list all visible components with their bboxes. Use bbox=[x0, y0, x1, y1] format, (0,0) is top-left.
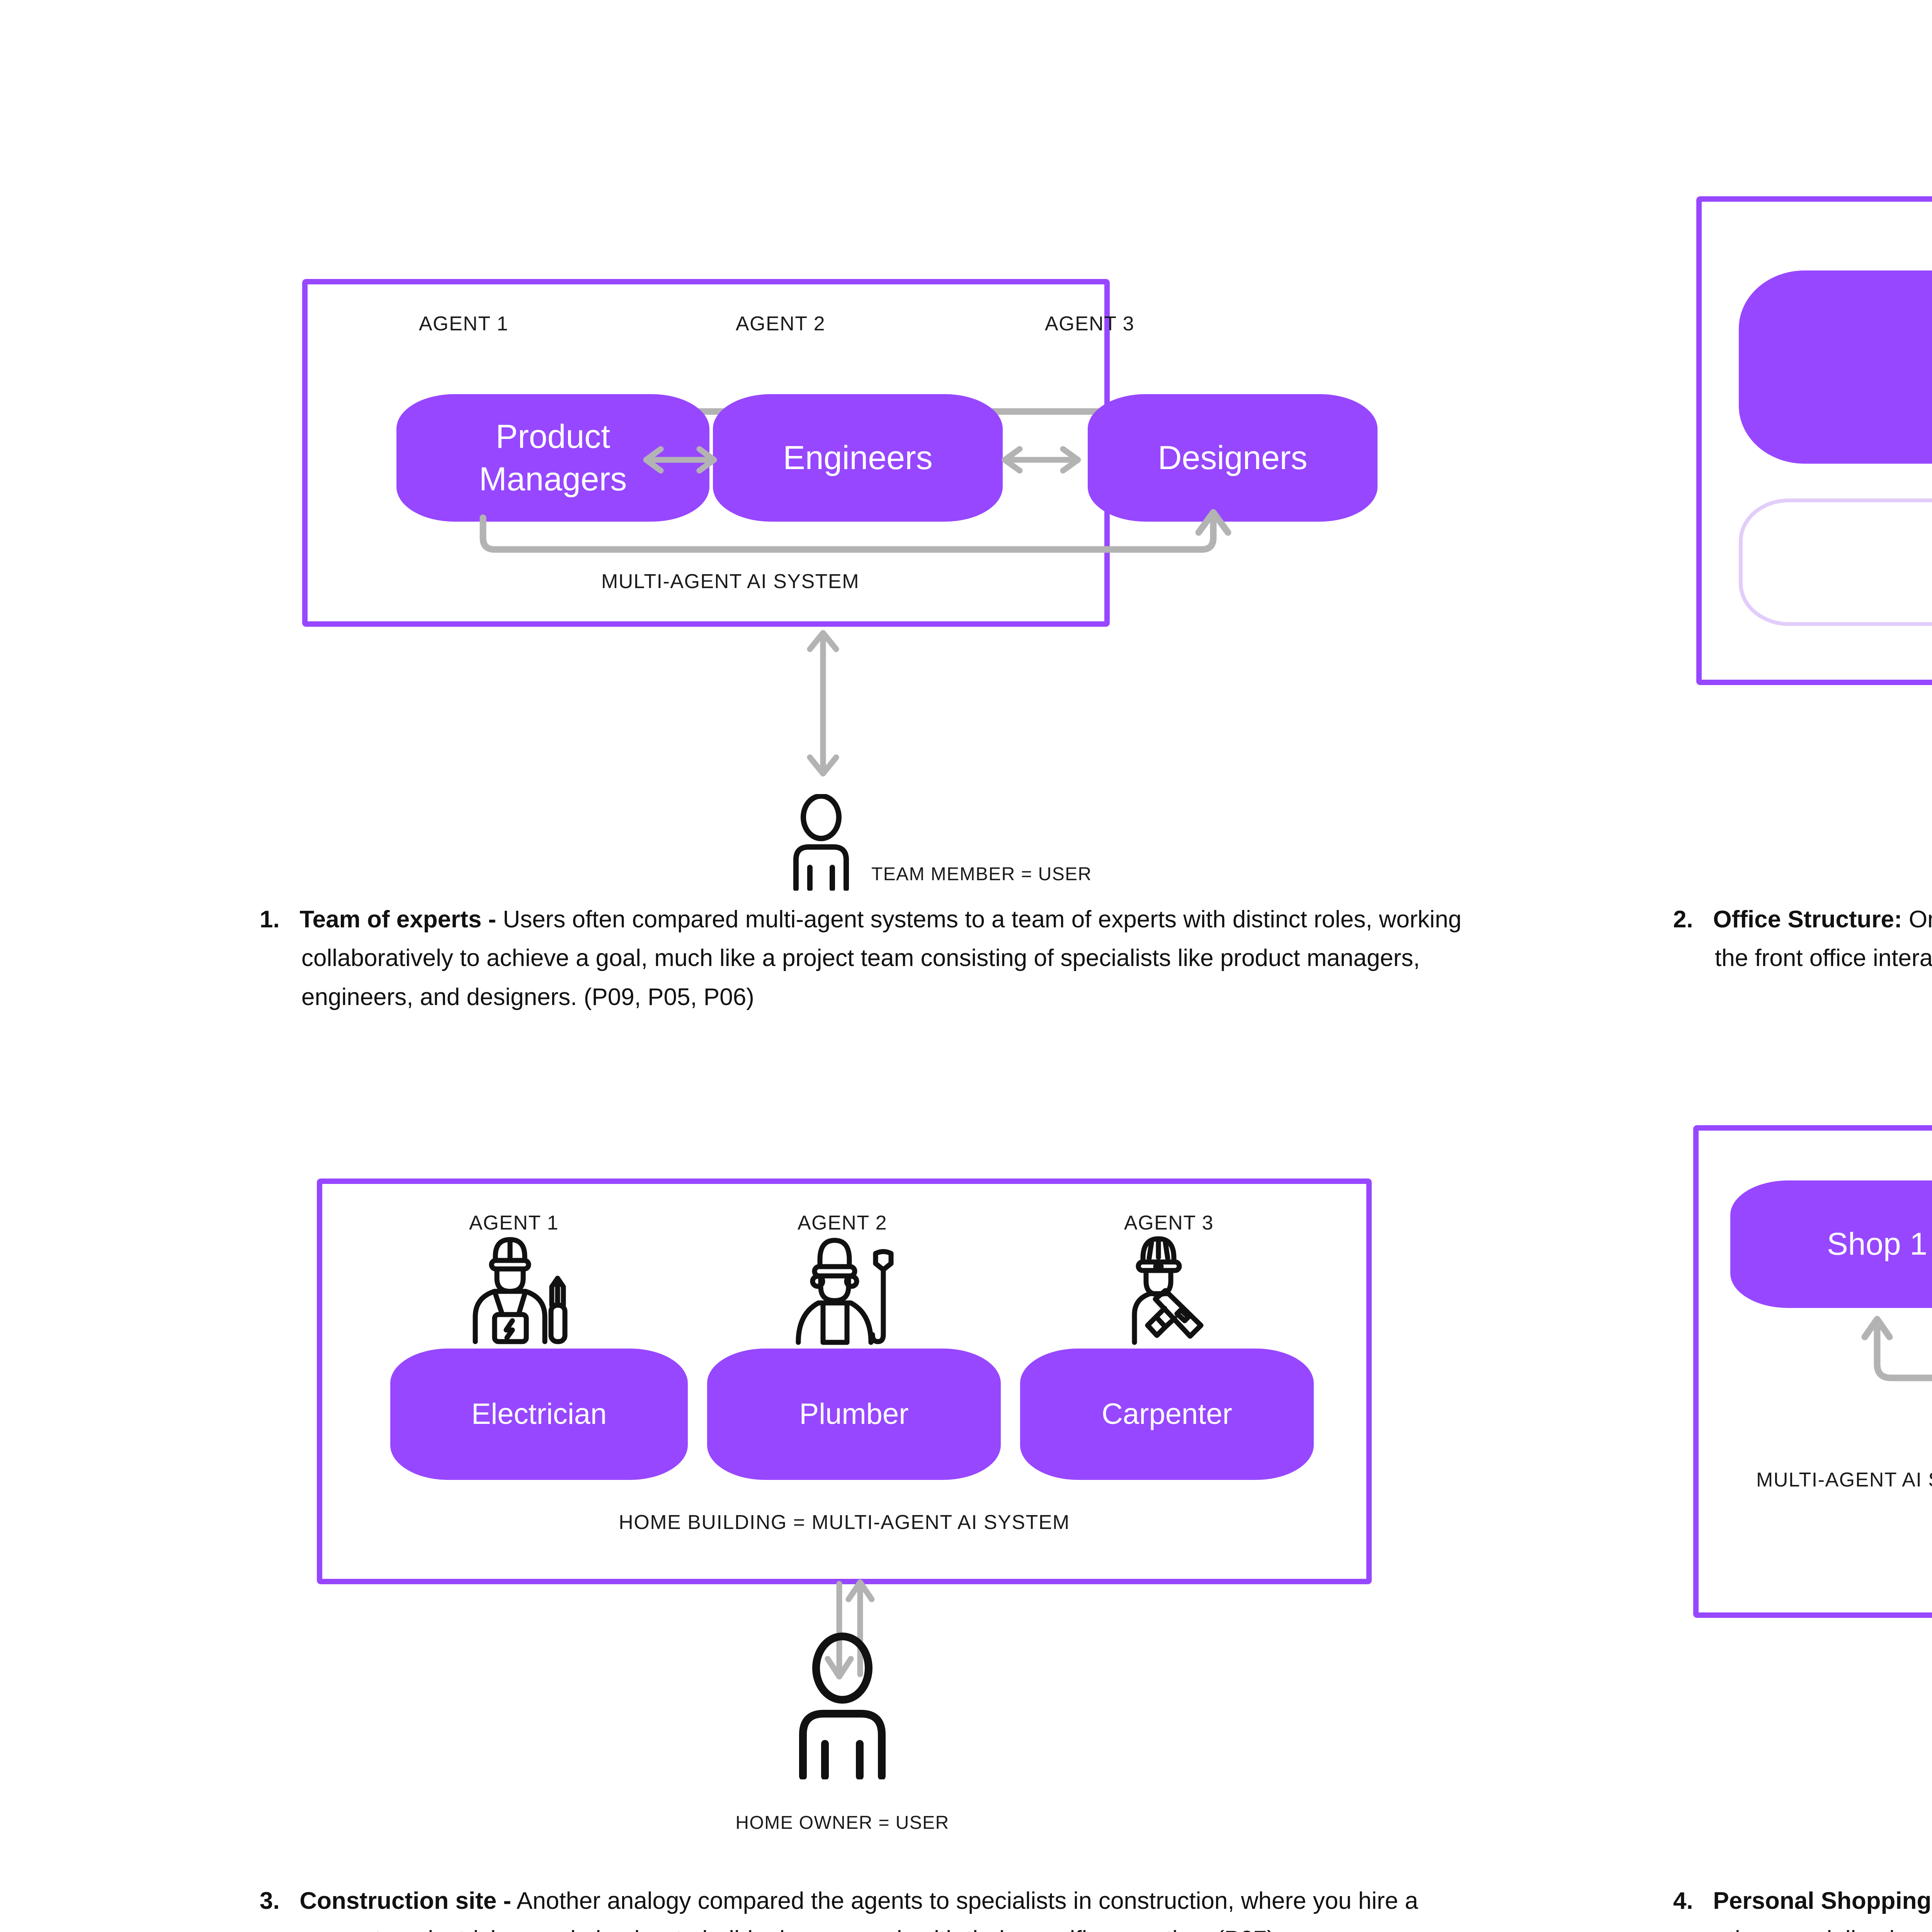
node-label-line1: Product bbox=[495, 418, 611, 455]
caption-number: 1. bbox=[260, 906, 280, 933]
shop-label: Shop 1 bbox=[1827, 1226, 1927, 1262]
panel-3-agent-label-2: AGENT 2 bbox=[797, 1212, 888, 1234]
panel-3-user-label: HOME OWNER = USER bbox=[735, 1813, 949, 1833]
panel-3-agent-label-1: AGENT 1 bbox=[469, 1212, 559, 1234]
node-label: Electrician bbox=[471, 1398, 607, 1431]
node-label-line2: Managers bbox=[479, 461, 627, 498]
panel-1-node-engineers[interactable]: Engineers bbox=[713, 394, 1003, 522]
panel-1-caption: 1. Team of experts - Users often compare… bbox=[260, 900, 1512, 1017]
panel-1-node-designers[interactable]: Designers bbox=[1088, 394, 1378, 522]
panel-3-system-caption: HOME BUILDING = MULTI-AGENT AI SYSTEM bbox=[619, 1511, 1070, 1534]
panel-2-back-office-box[interactable]: BACK OFFICE (AGENT 2) Logistics + Suppor… bbox=[1739, 270, 1932, 464]
node-label: Plumber bbox=[799, 1398, 909, 1431]
panel-3-user-person-icon bbox=[784, 1633, 900, 1779]
panel-1-user-connector bbox=[792, 626, 854, 781]
panel-1-agent-label-2: AGENT 2 bbox=[735, 313, 826, 335]
caption-lead: Personal Shopping Assistant in a big sho… bbox=[1713, 1888, 1932, 1914]
carpenter-icon bbox=[1097, 1233, 1225, 1349]
panel-1-agent-label-1: AGENT 1 bbox=[418, 313, 509, 335]
caption-lead: Construction site - bbox=[299, 1888, 512, 1914]
caption-body: Users often compared multi-agent systems… bbox=[301, 906, 1462, 1010]
panel-1-user-label: TEAM MEMBER = USER bbox=[871, 864, 1092, 884]
caption-lead: Team of experts - bbox=[299, 906, 497, 933]
node-label: Designers bbox=[1158, 439, 1308, 476]
panel-3-node-plumber[interactable]: Plumber bbox=[707, 1349, 1001, 1480]
panel-4-system-caption: MULTI-AGENT AI SYSTEM bbox=[1756, 1469, 1932, 1491]
caption-number: 2. bbox=[1673, 906, 1693, 933]
panel-4-shop-1[interactable]: Shop 1 bbox=[1730, 1180, 1932, 1308]
panel-4-caption: 4. Personal Shopping Assistant in a big … bbox=[1673, 1882, 1932, 1932]
caption-body: One analogy of multi-agent systems is to… bbox=[1715, 906, 1932, 972]
electrician-icon bbox=[448, 1233, 576, 1349]
panel-2-front-office-box[interactable]: FRONT OFFICE (AGENT 1) bbox=[1739, 498, 1932, 626]
node-label: Carpenter bbox=[1102, 1398, 1232, 1431]
caption-lead: Office Structure: bbox=[1713, 906, 1902, 933]
panel-3-agent-label-3: AGENT 3 bbox=[1124, 1212, 1214, 1234]
caption-number: 3. bbox=[260, 1888, 280, 1914]
panel-3-node-electrician[interactable]: Electrician bbox=[390, 1349, 688, 1480]
panel-3-caption: 3. Construction site - Another analogy c… bbox=[260, 1882, 1512, 1932]
panel-1-system-caption: MULTI-AGENT AI SYSTEM bbox=[601, 570, 860, 593]
caption-body: The personal assistant represents an age… bbox=[1715, 1888, 1932, 1932]
plumber-icon bbox=[773, 1233, 900, 1349]
panel-1-node-product-managers[interactable]: Product Managers bbox=[396, 394, 709, 522]
panel-1-user-person-icon bbox=[781, 794, 862, 891]
panel-3-node-carpenter[interactable]: Carpenter bbox=[1020, 1349, 1314, 1480]
node-label: Engineers bbox=[783, 439, 933, 476]
caption-body: Another analogy compared the agents to s… bbox=[301, 1888, 1418, 1932]
panel-1-agent-label-3: AGENT 3 bbox=[1044, 313, 1135, 335]
caption-number: 4. bbox=[1673, 1888, 1693, 1914]
panel-2-caption: 2. Office Structure: One analogy of mult… bbox=[1673, 900, 1932, 978]
